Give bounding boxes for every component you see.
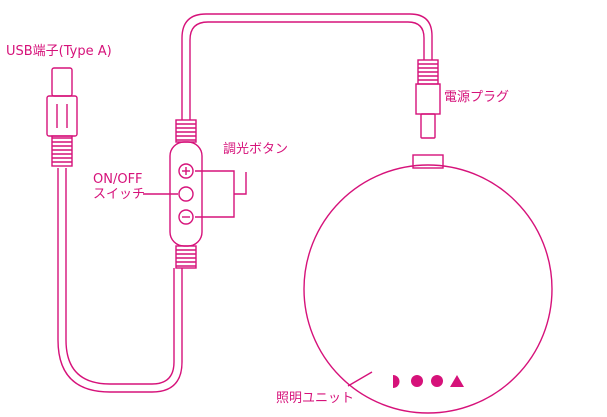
cable-controller-to-plug bbox=[181, 13, 433, 120]
dot-icon bbox=[431, 375, 443, 387]
minus-circle-icon[interactable] bbox=[178, 209, 194, 225]
power-circle-icon[interactable] bbox=[178, 186, 194, 202]
leader-dimmer bbox=[195, 170, 247, 218]
cable-usb-to-controller bbox=[57, 168, 183, 393]
cable-usb-to-controller-inner bbox=[65, 168, 175, 385]
light-unit-label: 照明ユニット bbox=[276, 391, 355, 406]
dimmer-button-label: 調光ボタン bbox=[223, 142, 289, 157]
switch-label-line2: スイッチ bbox=[93, 187, 146, 202]
leader-light bbox=[347, 371, 373, 387]
light-unit bbox=[303, 154, 553, 414]
power-plug-label: 電源プラグ bbox=[444, 90, 510, 105]
usb-plug-icon bbox=[46, 67, 78, 167]
power-plug-icon bbox=[415, 59, 441, 139]
triangle-icon bbox=[450, 375, 464, 387]
plus-circle-icon[interactable] bbox=[178, 163, 194, 179]
usb-connector-label: USB端子(Type A) bbox=[6, 44, 112, 59]
half-circle-icon bbox=[393, 375, 400, 388]
dot-icon bbox=[411, 375, 423, 387]
cable-controller-to-plug-inner bbox=[189, 21, 425, 120]
switch-label-line1: ON/OFF bbox=[93, 172, 143, 187]
